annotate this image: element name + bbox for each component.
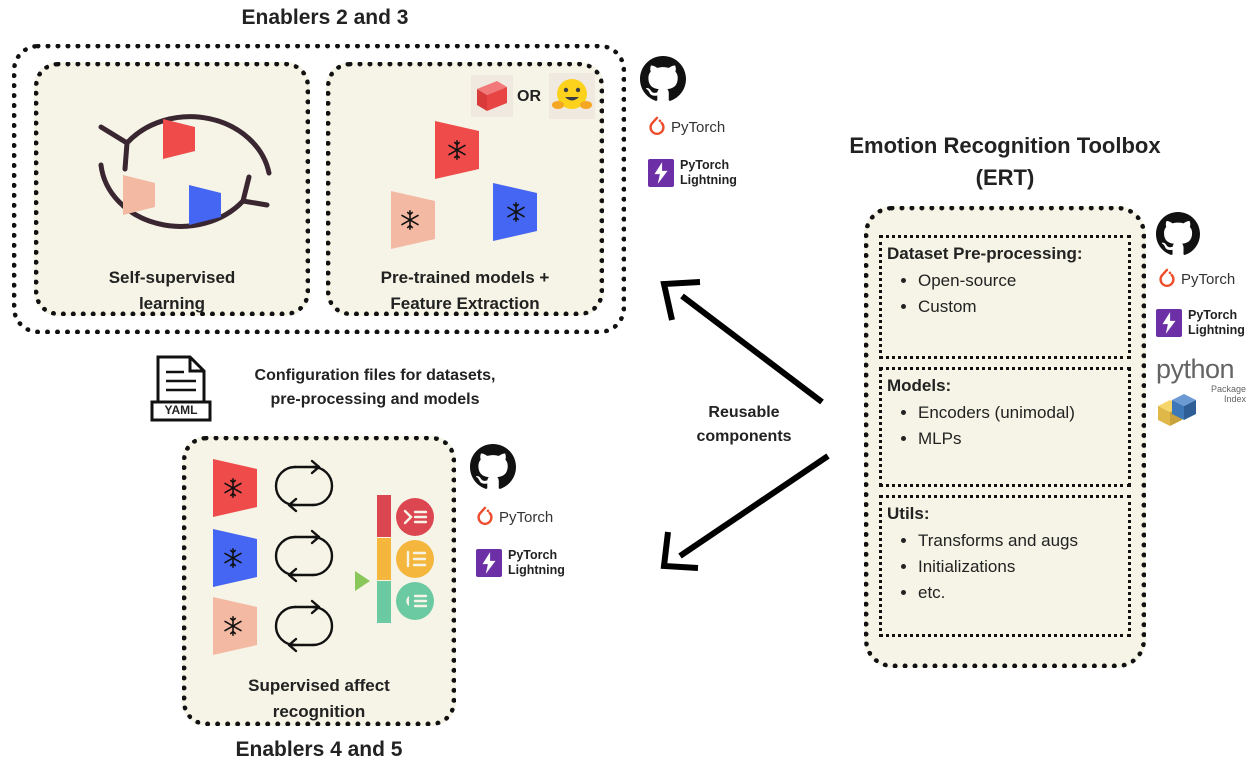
- ert-title-line2: (ERT): [975, 165, 1035, 190]
- fusion-arrow-icon: [355, 571, 370, 591]
- pypi-sub: Package Index: [1200, 384, 1246, 404]
- list-item: etc.: [918, 580, 1128, 606]
- frozen-encoder-red-icon: [213, 459, 257, 517]
- models-section-title: Models:: [887, 376, 952, 395]
- lightning-label-line2: Lightning: [680, 173, 737, 187]
- lightning-label: PyTorch Lightning: [508, 548, 565, 578]
- list-item: Transforms and augs: [918, 528, 1128, 554]
- hugging-face-icon: [549, 73, 595, 119]
- list-item: Encoders (unimodal): [918, 400, 1128, 426]
- pretrained-caption: Pre-trained models + Feature Extraction: [331, 265, 599, 317]
- yaml-file-icon: [150, 355, 212, 422]
- lightning-label-line2: Lightning: [508, 563, 565, 577]
- lightning-label: PyTorch Lightning: [1188, 308, 1245, 338]
- arrow-to-bottom-enablers: [660, 453, 830, 571]
- pypi-logo: python Package Index: [1152, 354, 1252, 434]
- list-item: MLPs: [918, 426, 1128, 452]
- lightning-icon: [476, 549, 502, 577]
- pytorch-label: PyTorch: [671, 118, 726, 136]
- pytorch-logo: PyTorch: [646, 114, 725, 140]
- supervised-caption-line2: recognition: [272, 702, 366, 721]
- frozen-encoder-peach-icon: [391, 191, 435, 249]
- encoder-blue-icon: [189, 185, 221, 225]
- lightning-logo: PyTorch Lightning: [476, 548, 565, 578]
- pytorch-label: PyTorch: [1181, 270, 1236, 288]
- list-item: Custom: [918, 294, 1128, 320]
- lightning-label: PyTorch Lightning: [680, 158, 737, 188]
- classifier-bar-icon: [377, 495, 391, 623]
- yaml-label: YAML: [164, 403, 198, 417]
- list-item: Initializations: [918, 554, 1128, 580]
- reusable-components-label: Reusable components: [664, 401, 824, 449]
- lightning-label-line1: PyTorch: [680, 158, 730, 172]
- ssl-caption-line1: Self-supervised: [108, 268, 236, 287]
- dataset-section-list: Open-source Custom: [882, 268, 1128, 320]
- supervised-caption-line1: Supervised affect: [248, 676, 390, 695]
- frozen-encoder-blue-icon: [213, 529, 257, 587]
- pypi-wordmark: python: [1156, 354, 1235, 384]
- emotion-neutral-icon: [396, 540, 434, 578]
- utils-section-list: Transforms and augs Initializations etc.: [882, 528, 1128, 606]
- ssl-panel: Self-supervised learning: [34, 62, 310, 316]
- lightning-label-line1: PyTorch: [508, 548, 558, 562]
- ssl-caption-line2: learning: [138, 294, 206, 313]
- or-label: OR: [517, 88, 541, 105]
- lightning-label-line2: Lightning: [1188, 323, 1245, 337]
- pytorch-label: PyTorch: [499, 508, 554, 526]
- frozen-encoder-peach-icon: [213, 597, 257, 655]
- dataset-section-title: Dataset Pre-processing:: [887, 244, 1083, 263]
- supervised-panel: Supervised affect recognition: [182, 436, 456, 726]
- lightning-label-line1: PyTorch: [1188, 308, 1238, 322]
- emotion-pos-icon: [396, 582, 434, 620]
- ert-title: Emotion Recognition Toolbox (ERT): [820, 130, 1190, 194]
- ert-title-line1: Emotion Recognition Toolbox: [849, 133, 1161, 158]
- lightning-logo: PyTorch Lightning: [1156, 308, 1245, 338]
- pypi-sub-line2: Index: [1223, 394, 1246, 404]
- utils-section-title: Utils:: [887, 504, 930, 523]
- encoder-red-icon: [163, 119, 195, 159]
- supervised-caption: Supervised affect recognition: [187, 673, 451, 725]
- lightning-logo: PyTorch Lightning: [648, 158, 737, 188]
- frozen-encoder-red-icon: [435, 121, 479, 179]
- frozen-encoder-blue-icon: [493, 183, 537, 241]
- config-text-line2: pre-processing and models: [270, 391, 480, 408]
- utils-section: Utils: Transforms and augs Initializatio…: [879, 495, 1131, 637]
- lightning-icon: [1156, 309, 1182, 337]
- model-hub-icon: [471, 75, 513, 117]
- pretrained-panel: OR Pre-trained models + Feature Extracti…: [326, 62, 604, 316]
- models-section: Models: Encoders (unimodal) MLPs: [879, 367, 1131, 487]
- encoder-peach-icon: [123, 175, 155, 215]
- enablers-top-group: [12, 44, 626, 334]
- pretrained-caption-line2: Feature Extraction: [390, 294, 540, 313]
- emotion-neg-icon: [396, 498, 434, 536]
- pytorch-icon: [1159, 268, 1175, 288]
- enablers-top-title: Enablers 2 and 3: [241, 6, 409, 29]
- ert-panel: Dataset Pre-processing: Open-source Cust…: [864, 206, 1146, 668]
- arrow-to-top-enablers: [660, 279, 824, 405]
- reusable-line2: components: [696, 428, 792, 445]
- pypi-cubes-icon: [1158, 394, 1196, 426]
- config-text: Configuration files for datasets, pre-pr…: [220, 364, 530, 412]
- dataset-section: Dataset Pre-processing: Open-source Cust…: [879, 235, 1131, 359]
- pretrained-caption-line1: Pre-trained models +: [380, 268, 550, 287]
- enablers-bottom-title: Enablers 4 and 5: [235, 738, 403, 761]
- ssl-cycle-icon: [98, 114, 272, 229]
- models-section-list: Encoders (unimodal) MLPs: [882, 400, 1128, 452]
- pypi-sub-line1: Package: [1210, 384, 1246, 394]
- ssl-caption: Self-supervised learning: [39, 265, 305, 317]
- config-text-line1: Configuration files for datasets,: [254, 367, 496, 384]
- reusable-line1: Reusable: [708, 404, 780, 421]
- lightning-icon: [648, 159, 674, 187]
- list-item: Open-source: [918, 268, 1128, 294]
- github-icon: [1156, 212, 1200, 255]
- pytorch-logo: PyTorch: [1156, 266, 1235, 292]
- pytorch-logo: PyTorch: [474, 504, 553, 530]
